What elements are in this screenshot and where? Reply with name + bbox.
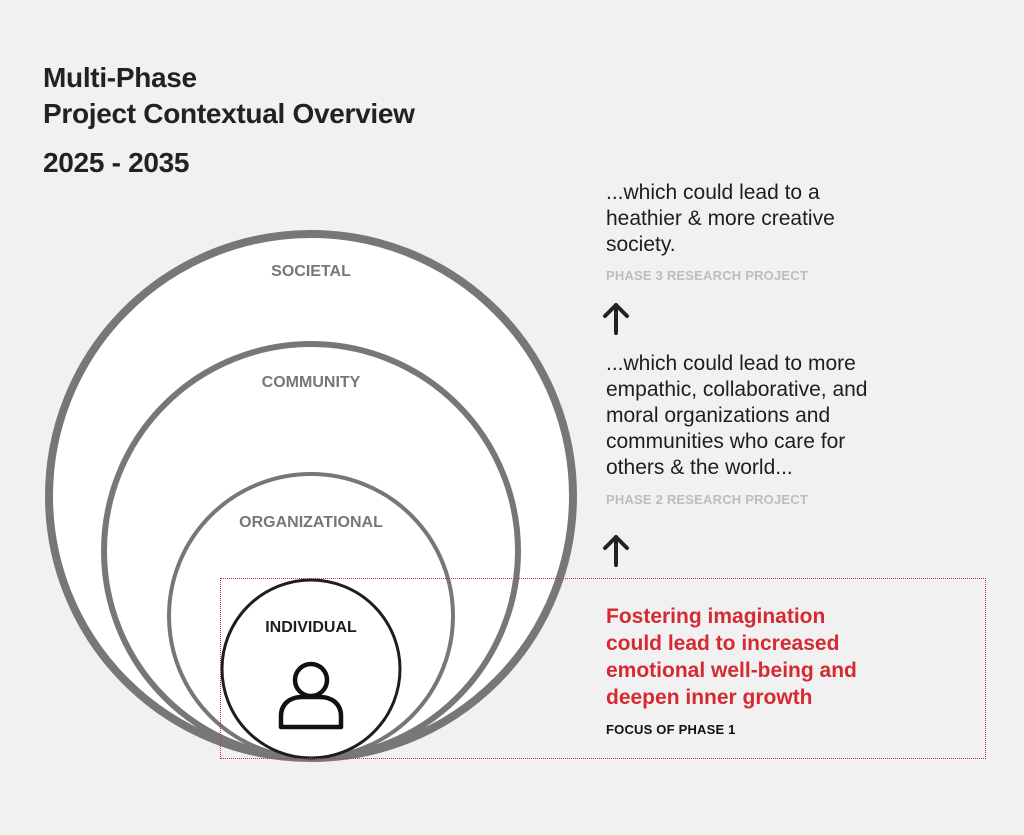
phase3-tag: PHASE 3 RESEARCH PROJECT — [606, 268, 809, 283]
organizational-label: ORGANIZATIONAL — [239, 514, 383, 531]
arrow-up-icon — [603, 303, 629, 335]
phase2-line: communities who care for — [606, 430, 846, 453]
community-label: COMMUNITY — [262, 374, 361, 391]
phase3-line: ...which could lead to a — [606, 181, 820, 204]
page-title: Multi-Phase Project Contextual Overview — [43, 60, 415, 132]
phase1-line: could lead to increased — [606, 632, 840, 655]
year-range: 2025 - 2035 — [43, 147, 190, 178]
societal-label: SOCIETAL — [271, 263, 351, 280]
phase2-description: ...which could lead to more empathic, co… — [606, 351, 868, 481]
phase2-line: others & the world... — [606, 456, 793, 479]
person-icon — [278, 661, 344, 730]
phase3-description: ...which could lead to a heathier & more… — [606, 180, 835, 258]
phase1-line: emotional well-being and — [606, 659, 857, 682]
phase2-line: moral organizations and — [606, 404, 831, 427]
individual-label: INDIVIDUAL — [265, 619, 357, 636]
phase2-line: ...which could lead to more — [606, 352, 856, 375]
phase1-tag: FOCUS OF PHASE 1 — [606, 722, 736, 737]
phase3-line: society. — [606, 233, 676, 256]
phase2-line: empathic, collaborative, and — [606, 378, 868, 401]
title-line-1: Multi-Phase — [43, 62, 197, 93]
phase1-description: Fostering imagination could lead to incr… — [606, 603, 857, 711]
phase1-line: Fostering imagination — [606, 605, 826, 628]
arrow-up-icon — [603, 535, 629, 567]
phase1-line: deepen inner growth — [606, 686, 813, 709]
phase1-focus-box — [220, 578, 986, 759]
title-line-2: Project Contextual Overview — [43, 98, 415, 129]
phase2-tag: PHASE 2 RESEARCH PROJECT — [606, 492, 809, 507]
phase3-line: heathier & more creative — [606, 207, 835, 230]
